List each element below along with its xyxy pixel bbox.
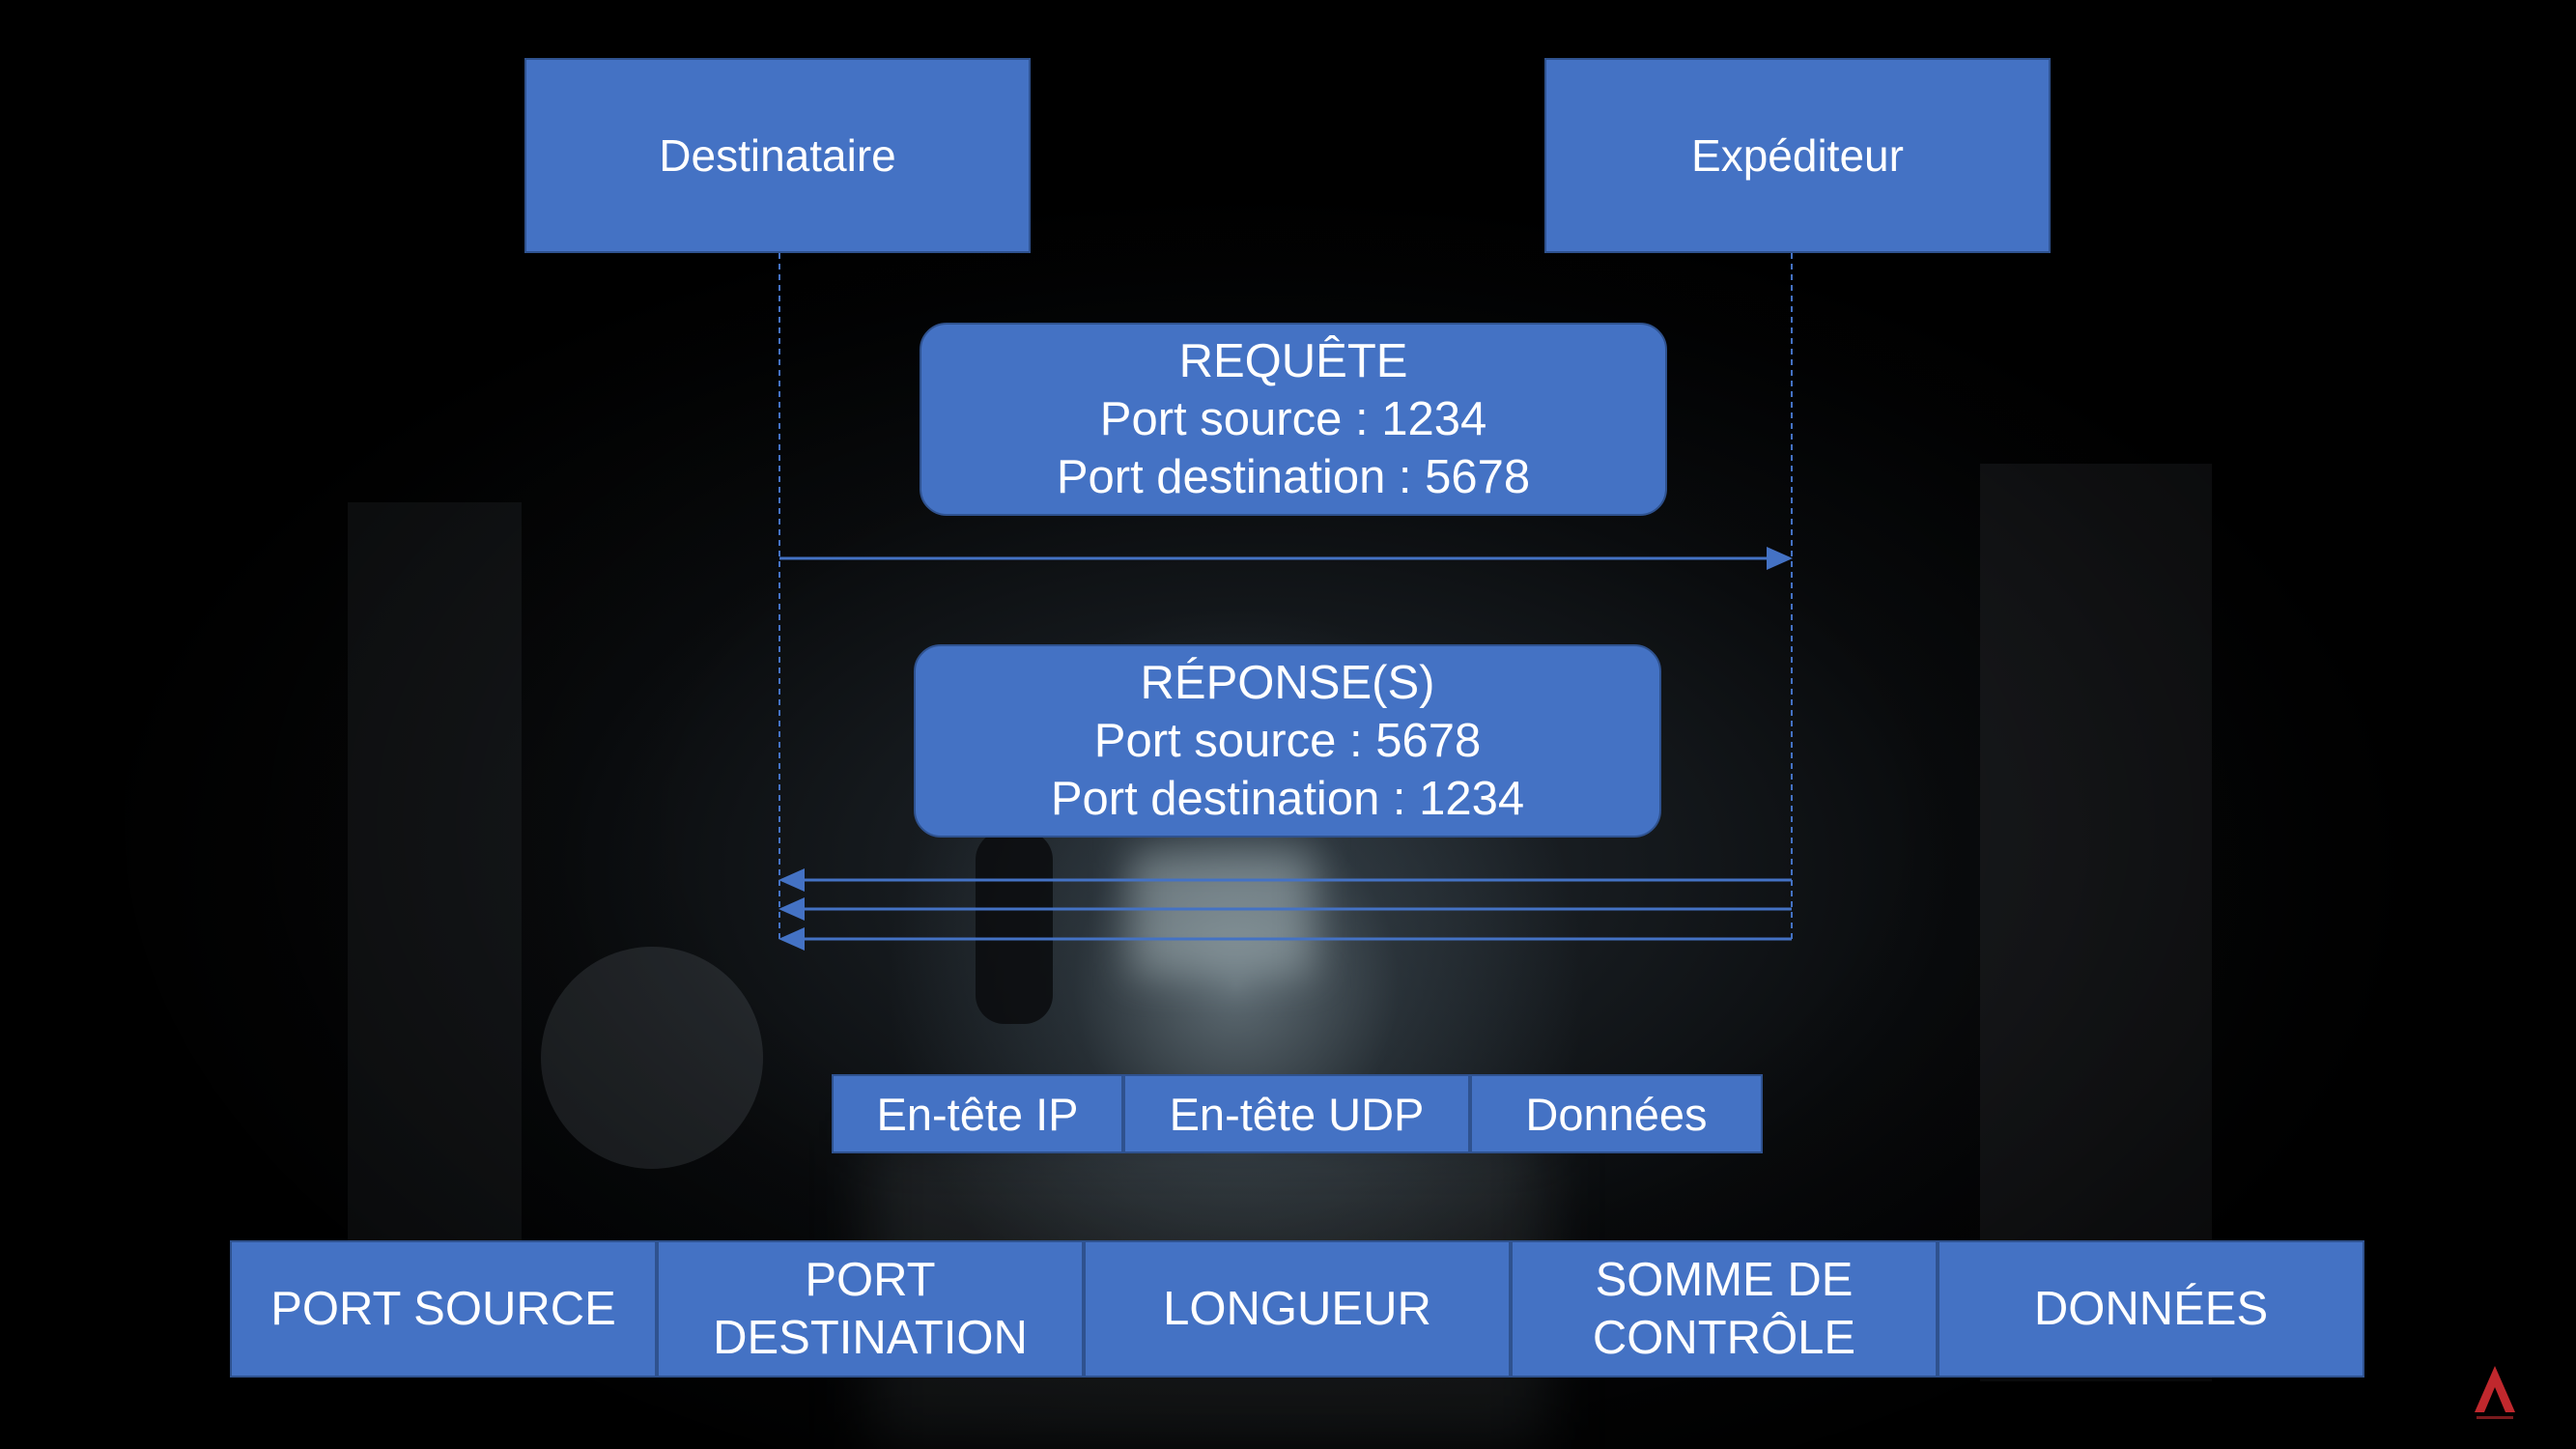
- participant-expediteur: Expéditeur: [1544, 58, 2051, 253]
- udp-field-label: PORT SOURCE: [270, 1283, 616, 1335]
- response-title: RÉPONSE(S): [1140, 657, 1435, 709]
- encapsulation-ip-header: En-tête IP: [832, 1074, 1123, 1153]
- udp-field-label: LONGUEUR: [1163, 1283, 1431, 1335]
- encapsulation-label: En-tête UDP: [1169, 1088, 1425, 1140]
- udp-field-label: DONNÉES: [2033, 1283, 2269, 1335]
- encapsulation-data: Données: [1470, 1074, 1763, 1153]
- participant-expediteur-label: Expéditeur: [1691, 130, 1904, 181]
- udp-field-source-port: PORT SOURCE: [230, 1240, 657, 1378]
- encapsulation-label: Données: [1525, 1088, 1708, 1140]
- request-box: REQUÊTE Port source : 1234 Port destinat…: [920, 323, 1667, 516]
- red-a-logo-icon: [2475, 1366, 2515, 1419]
- udp-field-data: DONNÉES: [1938, 1240, 2364, 1378]
- response-source-port: Port source : 5678: [1093, 715, 1482, 767]
- request-source-port: Port source : 1234: [1099, 393, 1487, 445]
- encapsulation-udp-header: En-tête UDP: [1123, 1074, 1470, 1153]
- udp-field-label: PORT DESTINATION: [713, 1254, 1028, 1364]
- request-dest-port: Port destination : 5678: [1056, 451, 1531, 503]
- udp-field-destination-port: PORT DESTINATION: [657, 1240, 1084, 1378]
- response-box: RÉPONSE(S) Port source : 5678 Port desti…: [914, 644, 1661, 838]
- participant-destinataire-label: Destinataire: [659, 130, 896, 181]
- request-title: REQUÊTE: [1178, 335, 1408, 387]
- udp-field-label: SOMME DE CONTRÔLE: [1592, 1254, 1856, 1364]
- udp-field-length: LONGUEUR: [1084, 1240, 1511, 1378]
- participant-destinataire: Destinataire: [524, 58, 1031, 253]
- udp-field-checksum: SOMME DE CONTRÔLE: [1511, 1240, 1938, 1378]
- encapsulation-label: En-tête IP: [876, 1088, 1079, 1140]
- response-dest-port: Port destination : 1234: [1050, 773, 1525, 825]
